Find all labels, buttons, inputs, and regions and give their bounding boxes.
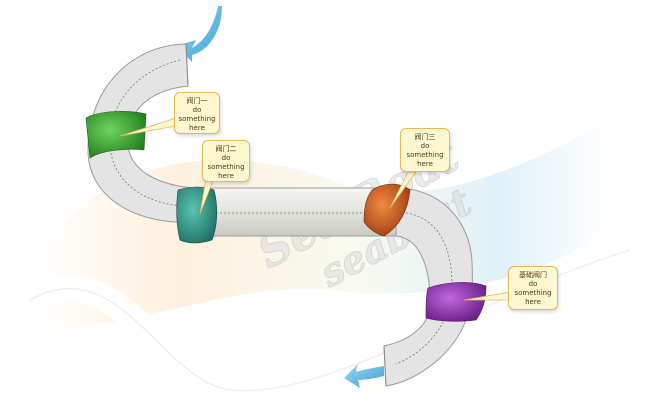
valve-2-desc-3: here — [218, 172, 234, 180]
valve-1-label: 阀门一 — [186, 97, 208, 105]
valve-4-desc-3: here — [525, 298, 541, 306]
valve-1-ring — [85, 111, 147, 159]
valve-3-desc-3: here — [417, 160, 433, 168]
valve-1-desc-3: here — [189, 124, 205, 132]
valve-1-desc-1: do — [192, 106, 202, 114]
valve-3-desc-1: do — [420, 142, 430, 150]
valve-4-label: 基础阀门 — [519, 271, 547, 279]
valve-2-ring — [176, 186, 218, 244]
valve-4-ring — [425, 282, 487, 322]
callout-valve-2: 阀门二 do something here — [202, 140, 250, 182]
valve-2-desc-2: something — [207, 163, 245, 171]
straight-pipe — [195, 187, 398, 237]
valve-1-desc-2: something — [178, 115, 216, 123]
flow-in-arrow — [176, 6, 222, 62]
valve-2-desc-1: do — [221, 154, 231, 162]
valve-4-desc-2: something — [514, 289, 552, 297]
callout-valve-3: 阀门三 do something here — [400, 128, 450, 172]
valve-3-ring — [363, 183, 411, 237]
callout-valve-1: 阀门一 do something here — [174, 92, 220, 134]
callout-valve-4: 基础阀门 do something here — [508, 266, 558, 310]
valve-2-label: 阀门二 — [215, 145, 237, 153]
valve-3-desc-2: something — [406, 151, 444, 159]
callout-3-pointer — [389, 171, 417, 209]
flow-out-arrow — [344, 364, 384, 388]
valve-3-label: 阀门三 — [414, 133, 436, 141]
valve-4-desc-1: do — [528, 280, 538, 288]
